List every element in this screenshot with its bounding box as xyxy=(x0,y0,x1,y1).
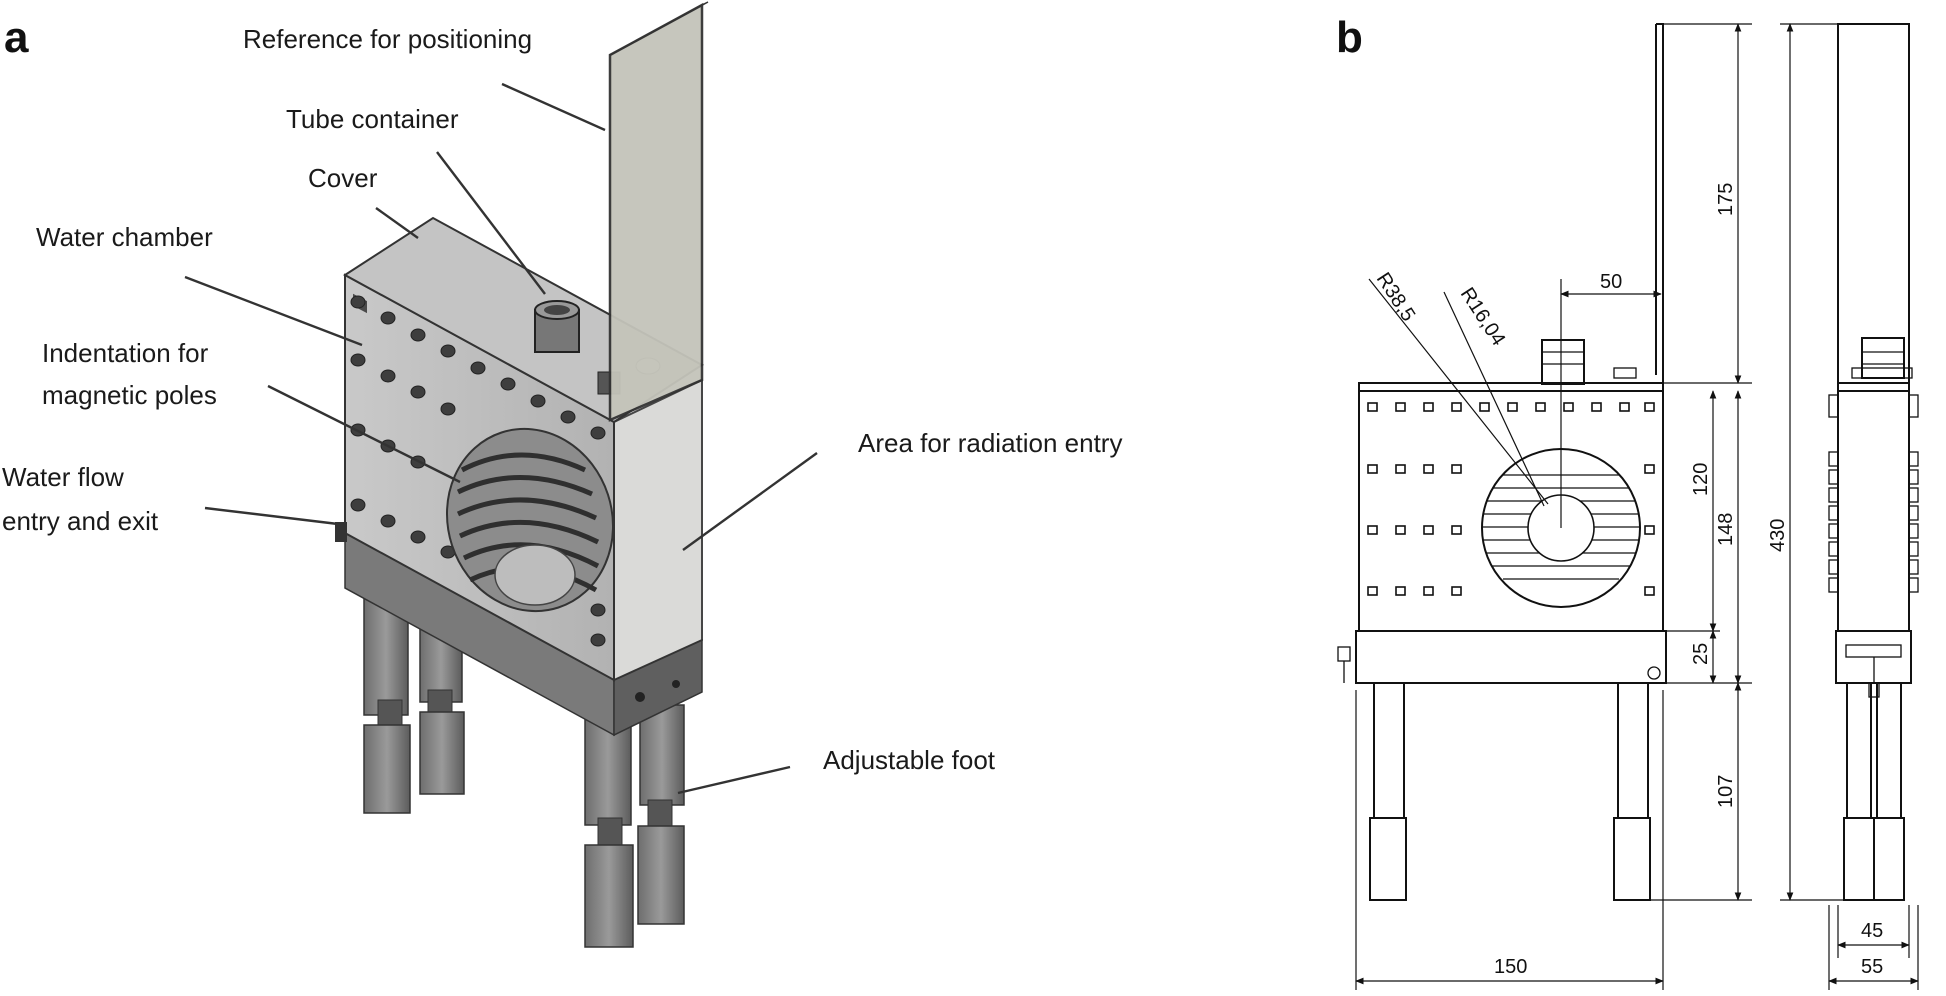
dim-50: 50 xyxy=(1600,271,1622,293)
leader-indentation xyxy=(267,384,461,484)
dim-175: 175 xyxy=(1715,183,1737,216)
dimension-lines xyxy=(1355,23,1919,990)
label-area-for-radiation-entry: Area for radiation entry xyxy=(858,428,1122,458)
label-water-flow-line2: entry and exit xyxy=(2,506,159,536)
dim-45: 45 xyxy=(1861,920,1883,942)
label-adjustable-foot: Adjustable foot xyxy=(823,745,996,775)
leader-cover xyxy=(375,207,419,239)
base-block-drawing xyxy=(344,531,703,737)
dim-55: 55 xyxy=(1861,956,1883,978)
dim-150: 150 xyxy=(1494,956,1527,978)
dim-120: 120 xyxy=(1690,463,1712,496)
dim-r38-5: R38,5 xyxy=(1372,269,1420,326)
reference-plate-drawing xyxy=(608,1,709,422)
front-view-drawing xyxy=(1337,23,1667,901)
label-reference-for-positioning: Reference for positioning xyxy=(243,24,532,54)
leader-water-chamber xyxy=(184,275,363,347)
label-cover: Cover xyxy=(308,163,378,193)
label-water-flow-line1: Water flow xyxy=(2,462,124,492)
dim-r16-04: R16,04 xyxy=(1456,284,1510,350)
label-tube-container: Tube container xyxy=(286,104,459,134)
leader-radiation xyxy=(682,452,818,551)
dim-148: 148 xyxy=(1715,513,1737,546)
panel-a-letter: a xyxy=(4,13,29,62)
panel-b: b xyxy=(1336,13,1919,990)
label-indentation-line1: Indentation for xyxy=(42,338,209,368)
label-indentation-line2: magnetic poles xyxy=(42,380,217,410)
side-view-drawing xyxy=(1828,23,1919,901)
adjustable-feet-drawing xyxy=(363,584,685,948)
label-water-chamber: Water chamber xyxy=(36,222,213,252)
dim-430: 430 xyxy=(1767,519,1789,552)
leader-foot xyxy=(677,765,791,795)
panel-b-letter: b xyxy=(1336,13,1363,62)
panel-a: a xyxy=(2,1,1122,948)
leader-water-flow xyxy=(204,506,339,526)
leader-tube-container xyxy=(436,151,546,295)
leader-reference xyxy=(501,82,606,132)
dim-25: 25 xyxy=(1690,643,1712,665)
dim-107: 107 xyxy=(1715,775,1737,808)
